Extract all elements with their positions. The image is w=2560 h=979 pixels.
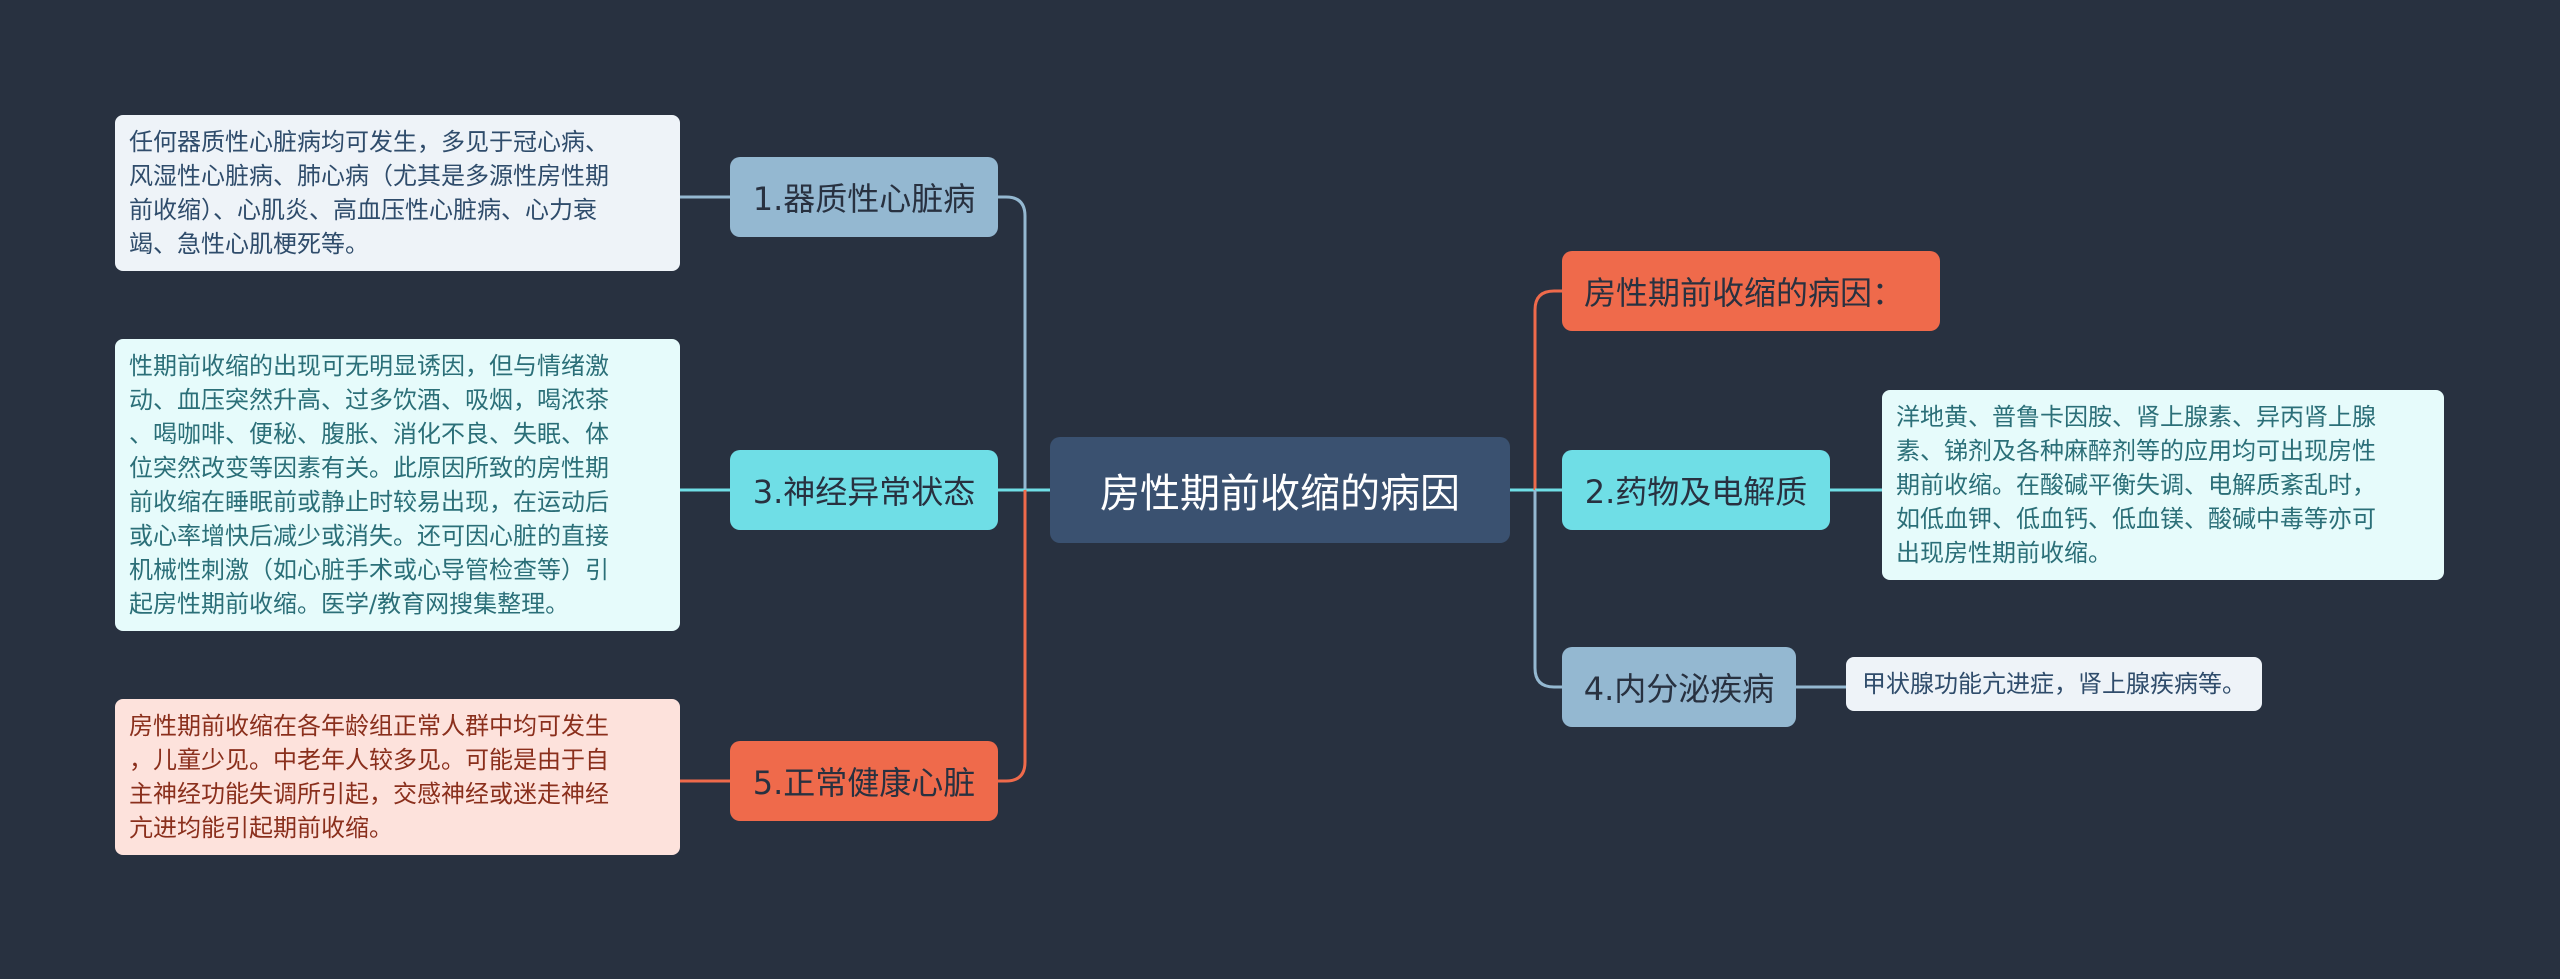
leaf-normal-heart-detail[interactable]: 房性期前收缩在各年龄组正常人群中均可发生 ，儿童少见。中老年人较多见。可能是由于… bbox=[115, 699, 680, 855]
leaf-drugs-electrolytes-detail[interactable]: 洋地黄、普鲁卡因胺、肾上腺素、异丙肾上腺 素、锑剂及各种麻醉剂等的应用均可出现房… bbox=[1882, 390, 2444, 580]
branch-normal-healthy-heart[interactable]: 5.正常健康心脏 bbox=[730, 741, 998, 821]
branch-nervous-abnormal-state[interactable]: 3.神经异常状态 bbox=[730, 450, 998, 530]
connector-b5 bbox=[998, 490, 1027, 783]
central-topic[interactable]: 房性期前收缩的病因 bbox=[1050, 437, 1510, 543]
connector-b1 bbox=[998, 195, 1027, 490]
branch-organic-heart-disease[interactable]: 1.器质性心脏病 bbox=[730, 157, 998, 237]
connector-b4 bbox=[1533, 490, 1562, 689]
leaf-organic-heart-disease-detail[interactable]: 任何器质性心脏病均可发生，多见于冠心病、 风湿性心脏病、肺心病（尤其是多源性房性… bbox=[115, 115, 680, 271]
leaf-endocrine-detail[interactable]: 甲状腺功能亢进症，肾上腺疾病等。 bbox=[1846, 657, 2262, 711]
branch-etiology-intro[interactable]: 房性期前收缩的病因： bbox=[1562, 251, 1940, 331]
branch-drugs-electrolytes[interactable]: 2.药物及电解质 bbox=[1562, 450, 1830, 530]
leaf-nervous-state-detail[interactable]: 性期前收缩的出现可无明显诱因，但与情绪激 动、血压突然升高、过多饮酒、吸烟，喝浓… bbox=[115, 339, 680, 631]
branch-endocrine-disease[interactable]: 4.内分泌疾病 bbox=[1562, 647, 1796, 727]
connector-intro bbox=[1533, 289, 1562, 490]
